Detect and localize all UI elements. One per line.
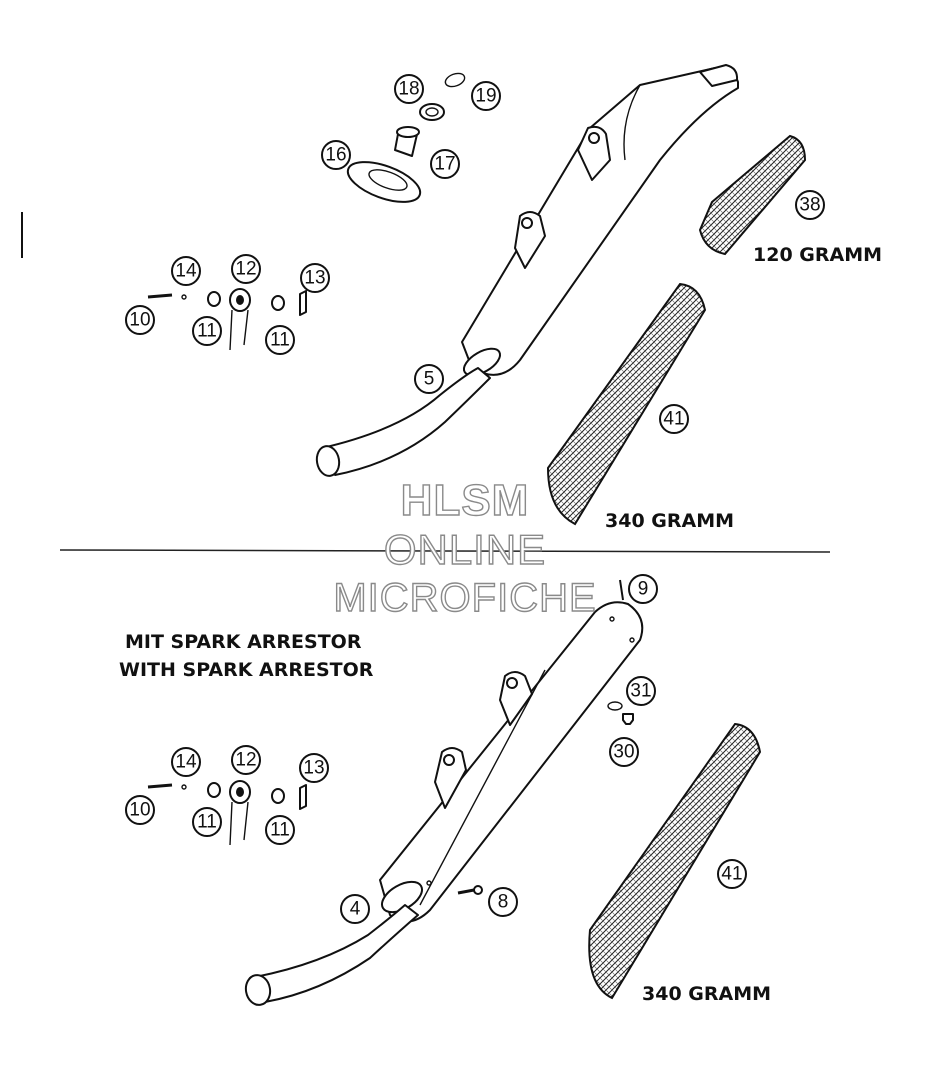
callout-10: 10 [125,305,155,335]
callout-11a-b: 11 [192,807,222,837]
callout-13: 13 [300,263,330,293]
callout-4: 4 [340,894,370,924]
svg-text:9: 9 [638,579,649,600]
callout-16: 16 [321,140,351,170]
callout-19: 19 [471,81,501,111]
svg-text:12: 12 [235,750,256,771]
callout-12: 12 [231,254,261,284]
svg-text:14: 14 [175,752,197,773]
callout-18: 18 [394,74,424,104]
svg-text:38: 38 [799,195,820,216]
callout-11a: 11 [192,316,222,346]
svg-text:10: 10 [129,800,150,821]
svg-text:11: 11 [197,321,217,342]
callout-41-b: 41 [717,859,747,889]
mount-hardware-bottom [147,780,307,846]
svg-text:41: 41 [663,409,684,430]
svg-text:11: 11 [270,820,290,841]
svg-text:14: 14 [175,261,197,282]
svg-text:11: 11 [197,812,217,833]
packing-41-top [546,282,707,526]
spark-arrestor-en: WITH SPARK ARRESTOR [119,659,374,681]
callout-8: 8 [488,887,518,917]
svg-text:10: 10 [129,310,150,331]
callout-17: 17 [430,149,460,179]
svg-text:30: 30 [613,742,634,763]
callout-12-b: 12 [231,745,261,775]
mount-hardware-top [147,288,307,351]
svg-text:19: 19 [475,86,496,107]
spark-arrestor-de: MIT SPARK ARRESTOR [125,631,362,653]
callout-14: 14 [171,256,201,286]
muffler-top [315,64,739,477]
callout-11b-b: 11 [265,815,295,845]
callout-38: 38 [795,190,825,220]
spark-screw-parts [457,579,634,895]
svg-text:41: 41 [721,864,742,885]
svg-text:18: 18 [398,79,419,100]
callout-31: 31 [626,676,656,706]
callout-14-b: 14 [171,747,201,777]
damper-parts-top [346,72,466,203]
weight-label-120: 120 GRAMM [753,244,882,266]
weight-label-340-top: 340 GRAMM [605,510,734,532]
muffler-bottom [244,601,644,1006]
packing-41-bottom [588,722,762,1000]
svg-text:4: 4 [350,899,361,920]
section-divider [59,549,831,553]
callout-11b: 11 [265,325,295,355]
callout-13-b: 13 [299,753,329,783]
svg-text:12: 12 [235,259,256,280]
svg-text:5: 5 [424,369,435,390]
svg-text:16: 16 [325,145,346,166]
svg-text:8: 8 [498,892,509,913]
weight-label-340-bottom: 340 GRAMM [642,983,771,1005]
callout-41: 41 [659,404,689,434]
svg-text:11: 11 [270,330,290,351]
callout-10-b: 10 [125,795,155,825]
callout-30: 30 [609,737,639,767]
svg-text:13: 13 [304,268,325,289]
callout-5: 5 [414,364,444,394]
callout-9: 9 [628,574,658,604]
packing-38 [698,134,807,256]
svg-text:17: 17 [434,154,455,175]
svg-text:31: 31 [630,681,651,702]
svg-text:13: 13 [303,758,324,779]
